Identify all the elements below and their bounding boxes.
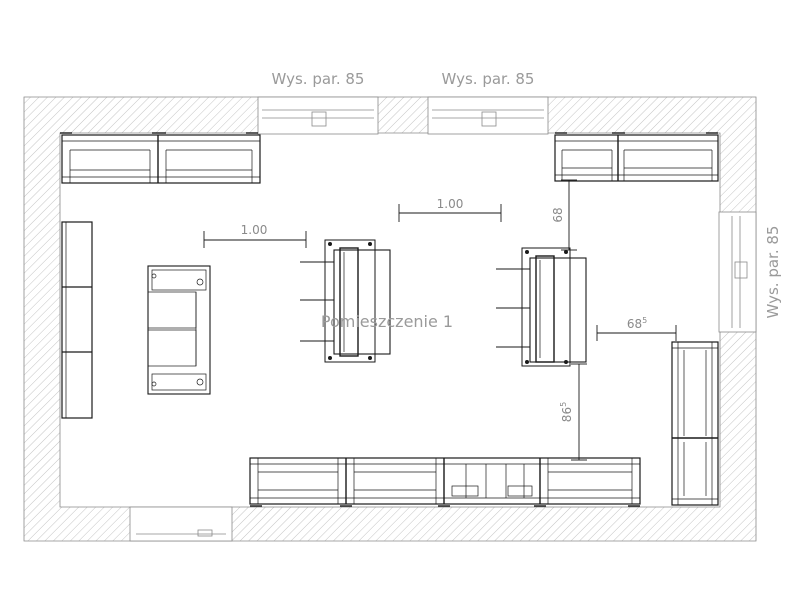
room-label: Pomieszczenie 1 (321, 312, 453, 331)
dimension-right-gap-label: 1.00 (437, 197, 464, 211)
dimension-vertical-68-label: 68 (551, 207, 565, 222)
dimension-left-gap: 1.00 (203, 223, 307, 248)
window-top-left (257, 96, 379, 135)
cabinet-right (671, 341, 719, 506)
window-right (718, 211, 757, 333)
door-opening (129, 506, 233, 542)
desk-row-top-left (60, 132, 261, 184)
cabinet-left (61, 221, 93, 419)
dimension-vertical-86: 865 (559, 363, 587, 461)
dimension-left-gap-label: 1.00 (241, 223, 268, 237)
desk-row-top-right (554, 132, 719, 182)
dimension-vertical-68: 68 (551, 179, 577, 251)
table-center-left (300, 239, 391, 363)
dimension-vertical-86-label: 865 (559, 402, 574, 422)
window-label-top-left: Wys. par. 85 (272, 70, 365, 88)
sofa-left (147, 265, 211, 395)
window-top-right (427, 96, 549, 135)
dimension-horizontal-68: 685 (596, 316, 677, 341)
window-label-top-right: Wys. par. 85 (442, 70, 535, 88)
table-center-right (496, 247, 587, 367)
desk-row-bottom (249, 457, 641, 507)
dimension-horizontal-68-label: 685 (627, 316, 647, 331)
dimension-right-gap: 1.00 (398, 197, 502, 222)
window-label-right: Wys. par. 85 (764, 226, 782, 319)
